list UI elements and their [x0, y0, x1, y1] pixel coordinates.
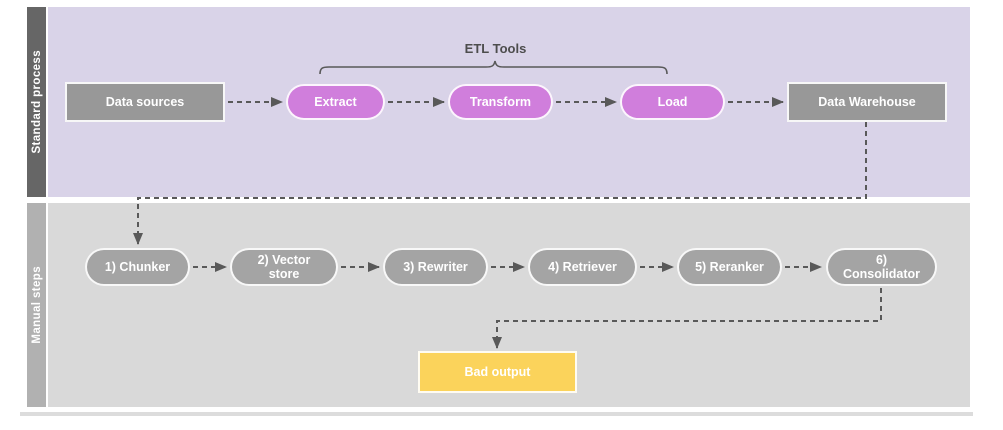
- node-data-sources: Data sources: [65, 82, 225, 122]
- node-rewriter: 3) Rewriter: [383, 248, 488, 286]
- node-vector-store: 2) Vector store: [230, 248, 338, 286]
- node-extract: Extract: [286, 84, 385, 120]
- node-retriever: 4) Retriever: [528, 248, 637, 286]
- node-consolidator: 6) Consolidator: [826, 248, 937, 286]
- node-data-warehouse: Data Warehouse: [787, 82, 947, 122]
- node-bad-output: Bad output: [418, 351, 577, 393]
- lane-label-manual-steps: Manual steps: [27, 203, 46, 407]
- node-chunker: 1) Chunker: [85, 248, 190, 286]
- lane-label-text: Standard process: [30, 50, 43, 154]
- node-reranker: 5) Reranker: [677, 248, 782, 286]
- page-divider: [20, 412, 973, 416]
- lane-label-text: Manual steps: [30, 266, 43, 344]
- node-transform: Transform: [448, 84, 553, 120]
- lane-label-standard-process: Standard process: [27, 7, 46, 197]
- etl-tools-label: ETL Tools: [464, 41, 527, 56]
- node-load: Load: [620, 84, 725, 120]
